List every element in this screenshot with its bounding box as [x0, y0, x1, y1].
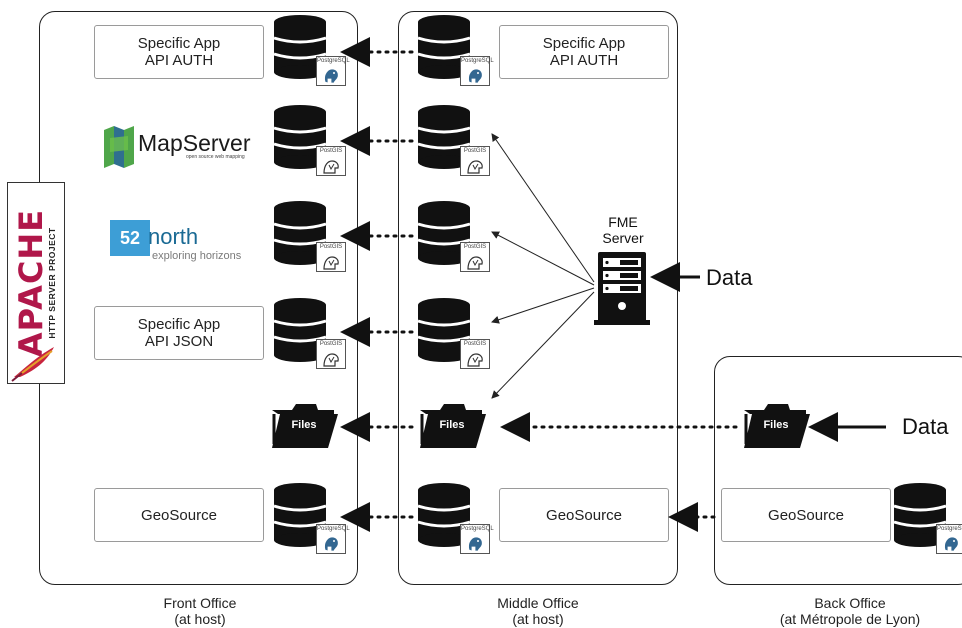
mapserver-logo: MapServer open source web mapping	[102, 120, 262, 170]
middle-geosource-db: PostgreSQL	[416, 482, 494, 554]
52north-name: north	[148, 224, 199, 249]
postgis-icon: PostGIS	[460, 242, 490, 272]
postgis-icon: PostGIS	[316, 146, 346, 176]
server-icon	[594, 252, 650, 325]
front-mapserver-db: PostGIS	[272, 104, 350, 176]
database-icon	[273, 15, 327, 79]
postgresql-elephant-icon: PostgreSQL	[316, 524, 350, 554]
mapserver-name: MapServer	[138, 130, 251, 156]
front-files-folder-icon: Files	[270, 400, 338, 450]
mapserver-map-icon	[104, 126, 134, 168]
front-52north-db: PostGIS	[272, 200, 350, 272]
52north-tagline: exploring horizons	[152, 250, 242, 262]
front-office-caption: Front Office(at host)	[163, 595, 237, 627]
middle-files-folder-icon: Files	[418, 400, 486, 450]
postgis-icon: PostGIS	[316, 242, 346, 272]
postgis-icon: PostGIS	[316, 339, 346, 369]
back-office-caption: Back Office(at Métropole de Lyon)	[779, 595, 921, 627]
middle-office-caption: Middle Office(at host)	[497, 595, 579, 627]
back-geosource-db: PostgreSQL	[892, 482, 962, 554]
apache-feather-icon	[11, 347, 54, 382]
postgresql-elephant-icon: PostgreSQL	[936, 524, 962, 554]
middle-auth-db: PostgreSQL	[416, 14, 494, 86]
database-icon	[273, 298, 327, 362]
apache-logo: APACHE HTTP SERVER PROJECT	[7, 182, 65, 384]
middle-json-db: PostGIS	[416, 297, 494, 369]
postgresql-elephant-icon: PostgreSQL	[460, 524, 494, 554]
front-json-db: PostGIS	[272, 297, 350, 369]
database-icon	[417, 483, 471, 547]
postgis-icon: PostGIS	[460, 339, 490, 369]
postgresql-elephant-icon: PostgreSQL	[316, 56, 350, 86]
fme-data-label: Data	[706, 265, 753, 290]
middle-mapserver-db: PostGIS	[416, 104, 494, 176]
mapserver-tagline: open source web mapping	[186, 154, 245, 160]
front-geosource-db: PostgreSQL	[272, 482, 350, 554]
front-geosource-box: GeoSource	[94, 488, 264, 542]
back-files-folder-icon: Files	[742, 400, 810, 450]
postgis-icon: PostGIS	[460, 146, 490, 176]
middle-52north-db: PostGIS	[416, 200, 494, 272]
52north-logo: 52 north exploring horizons	[108, 212, 258, 268]
52north-number: 52	[110, 220, 150, 256]
middle-geosource-box: GeoSource	[499, 488, 669, 542]
postgresql-elephant-icon: PostgreSQL	[460, 56, 494, 86]
front-auth-db: PostgreSQL	[272, 14, 350, 86]
database-icon	[417, 201, 471, 265]
back-geosource-box: GeoSource	[721, 488, 891, 542]
database-icon	[893, 483, 947, 547]
back-data-label: Data	[902, 414, 949, 439]
